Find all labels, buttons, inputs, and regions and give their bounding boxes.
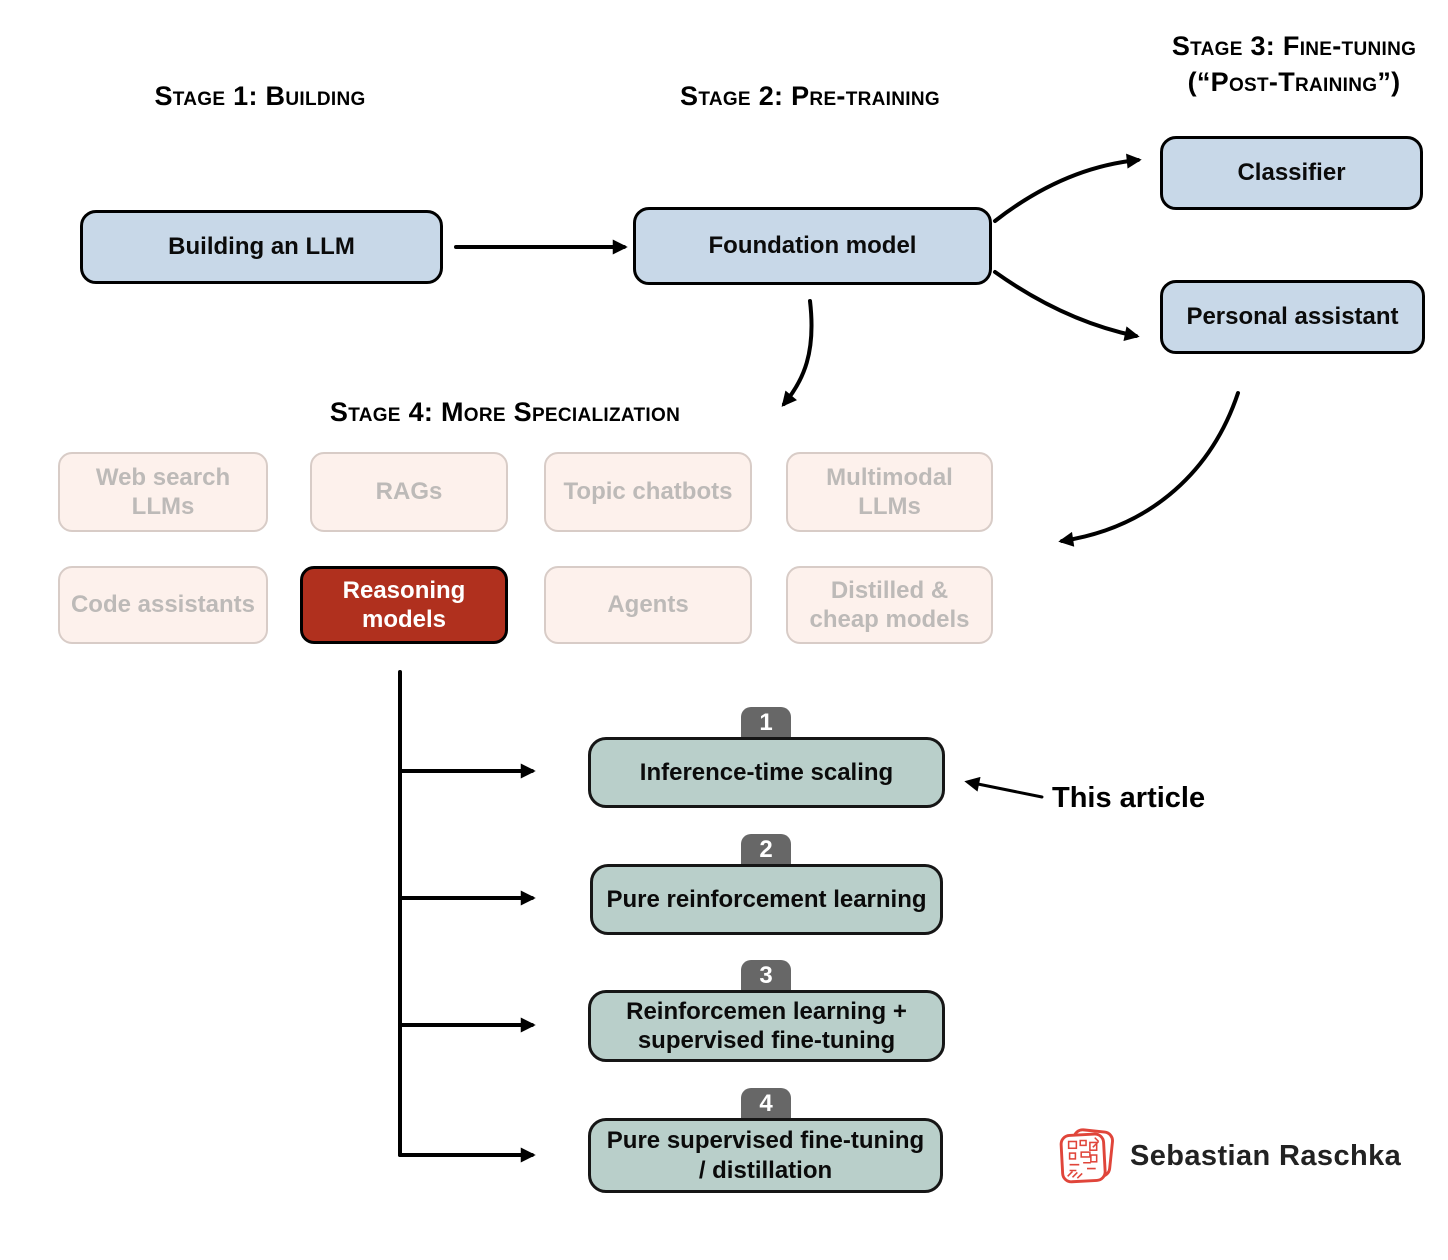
building-llm-box: Building an LLM — [80, 210, 443, 284]
method-4-box: Pure supervised fine-tuning / distillati… — [588, 1118, 943, 1193]
this-article-arrow — [964, 776, 1044, 799]
personal-assistant-box: Personal assistant — [1160, 280, 1425, 354]
reasoning-models-box: Reasoning models — [300, 566, 508, 644]
arrow-foundation-to-stage4 — [781, 299, 814, 407]
stage2-heading: Stage 2: Pre-training — [680, 81, 940, 111]
author-stamp-icon — [1059, 1128, 1114, 1184]
method-3-box: Reinforcemen learning + supervised fine-… — [588, 990, 945, 1062]
stage3-heading: Stage 3: Fine-tuning (“Post-Training”) — [1171, 31, 1417, 98]
multimodal-llms-box: Multimodal LLMs — [786, 452, 993, 532]
method-2-box: Pure reinforcement learning — [590, 864, 943, 935]
foundation-model-box: Foundation model — [633, 207, 992, 285]
classifier-box: Classifier — [1160, 136, 1423, 210]
distilled-cheap-models-box: Distilled & cheap models — [786, 566, 993, 644]
rags-box: RAGs — [310, 452, 508, 532]
stage1-heading: Stage 1: Building — [154, 81, 366, 111]
arrow-foundation-to-assistant — [993, 270, 1140, 342]
arrow-foundation-to-classifier — [993, 153, 1142, 223]
agents-box: Agents — [544, 566, 752, 644]
stage4-heading: Stage 4: More Specialization — [329, 397, 681, 427]
web-search-llms-box: Web search LLMs — [58, 452, 268, 532]
topic-chatbots-box: Topic chatbots — [544, 452, 752, 532]
author-credit: Sebastian Raschka — [1058, 1126, 1401, 1186]
this-article-label: This article — [1052, 782, 1206, 814]
author-name: Sebastian Raschka — [1130, 1139, 1402, 1172]
code-assistants-box: Code assistants — [58, 566, 268, 644]
arrow-assistant-to-stage4 — [1058, 391, 1240, 547]
method-1-box: Inference-time scaling — [588, 737, 945, 808]
